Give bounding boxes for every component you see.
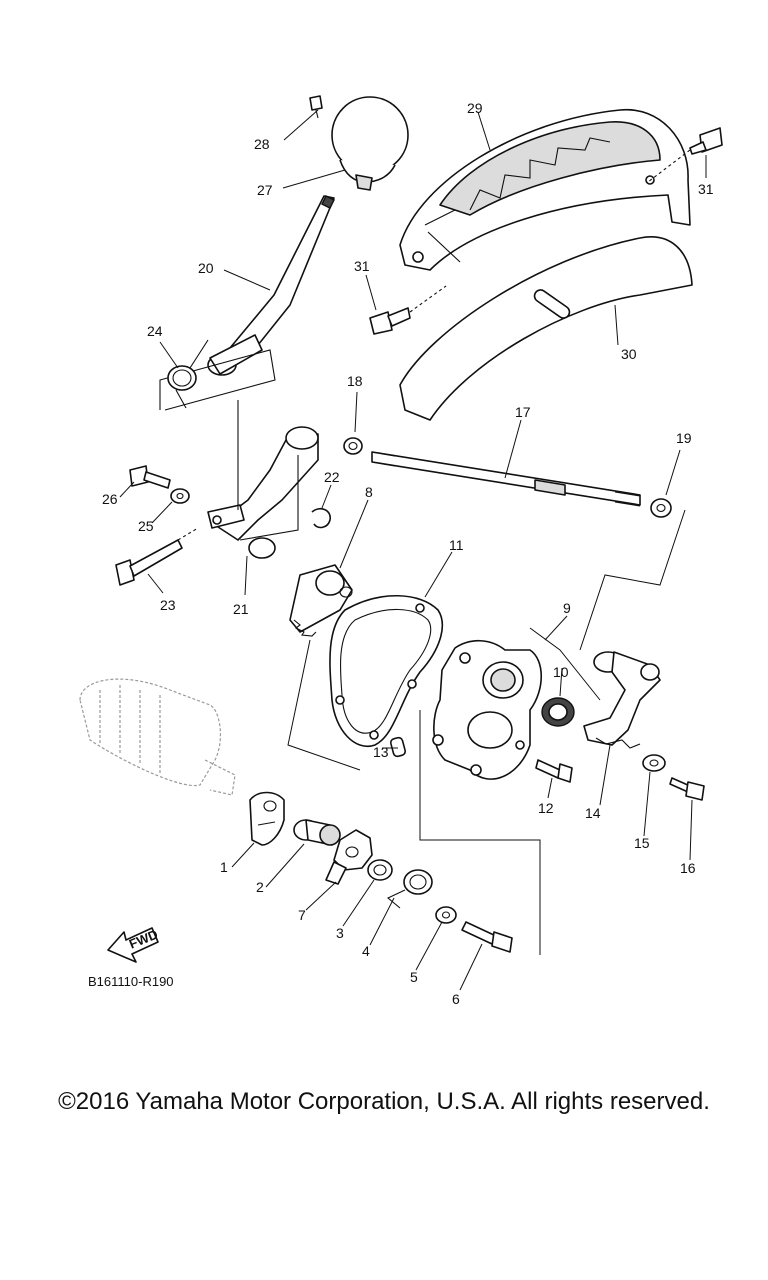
exploded-parts-diagram: 1 2 3 4 5 6 7 8 9 10 11 12 13 14 15 16 1… [79, 95, 723, 1007]
callout-10: 10 [553, 664, 569, 680]
fwd-arrow: FWD [107, 927, 160, 963]
callout-8: 8 [365, 484, 373, 500]
callout-1: 1 [220, 859, 228, 875]
callout-29: 29 [467, 100, 483, 116]
part-7-gear [325, 829, 373, 885]
callouts: 1 2 3 4 5 6 7 8 9 10 11 12 13 14 15 16 1… [102, 100, 714, 1007]
bolt-16 [669, 777, 705, 801]
bolt-23 [115, 527, 199, 586]
shift-guide-cover [399, 108, 691, 271]
callout-18: 18 [347, 373, 363, 389]
callout-26: 26 [102, 491, 118, 507]
callout-21: 21 [233, 601, 249, 617]
part-3-washer [367, 859, 393, 881]
callout-12: 12 [538, 800, 554, 816]
callout-16: 16 [680, 860, 696, 876]
callout-9: 9 [563, 600, 571, 616]
shift-lever [159, 195, 335, 411]
callout-25: 25 [138, 518, 154, 534]
gasket [329, 595, 444, 748]
callout-17: 17 [515, 404, 531, 420]
part-2-collar [293, 819, 341, 846]
cover-plate [399, 236, 693, 421]
dowel-pin [389, 736, 407, 758]
alignment-lines [287, 509, 686, 955]
callout-5: 5 [410, 969, 418, 985]
bolt-12 [535, 759, 573, 783]
shift-arm [583, 651, 661, 749]
callout-14: 14 [585, 805, 601, 821]
callout-2: 2 [256, 879, 264, 895]
leader-lines [119, 109, 707, 991]
callout-4: 4 [362, 943, 370, 959]
washer-15 [642, 754, 666, 772]
washer-25 [170, 488, 190, 504]
collar-18 [343, 437, 363, 455]
callout-27: 27 [257, 182, 273, 198]
lever-assembly [207, 400, 319, 559]
callout-19: 19 [676, 430, 692, 446]
part-5-washer [435, 906, 457, 924]
callout-13: 13 [373, 744, 389, 760]
bolt-31-upper [647, 127, 723, 183]
bolt-26 [129, 465, 171, 489]
part-1-plate [249, 791, 285, 846]
callout-6: 6 [452, 991, 460, 1007]
oil-seal [541, 697, 575, 727]
reference-code: B161110-R190 [88, 974, 174, 989]
part-4-spring [386, 869, 433, 909]
callout-23: 23 [160, 597, 176, 613]
shift-drum-ghost [79, 678, 236, 796]
shift-shaft [371, 451, 641, 507]
bolt-31-lower [369, 285, 447, 335]
callout-22: 22 [324, 469, 340, 485]
callout-31-left: 31 [354, 258, 370, 274]
shift-knob [309, 95, 409, 191]
callout-15: 15 [634, 835, 650, 851]
nut-19 [650, 498, 672, 518]
clip-22 [311, 508, 331, 529]
part-6-bolt [461, 921, 513, 953]
callout-3: 3 [336, 925, 344, 941]
copyright-notice: ©2016 Yamaha Motor Corporation, U.S.A. A… [58, 1088, 710, 1115]
callout-28: 28 [254, 136, 270, 152]
callout-24: 24 [147, 323, 163, 339]
shift-cover [432, 639, 542, 780]
callout-31-right: 31 [698, 181, 714, 197]
callout-20: 20 [198, 260, 214, 276]
callout-11: 11 [449, 537, 464, 553]
torsion-spring [167, 339, 209, 409]
shift-segment [289, 564, 353, 637]
callout-7: 7 [298, 907, 306, 923]
callout-30: 30 [621, 346, 637, 362]
